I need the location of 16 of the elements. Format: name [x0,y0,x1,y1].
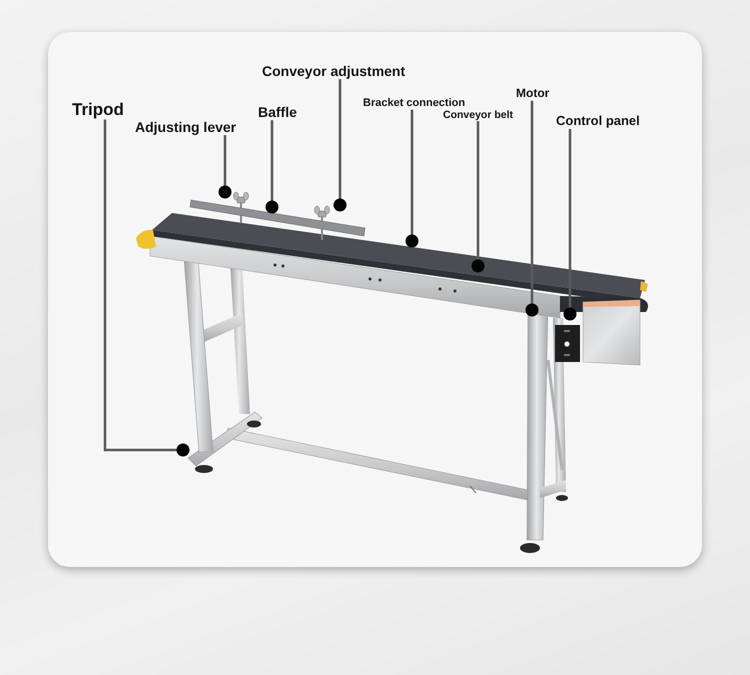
part-label: Tripod [72,100,124,120]
leader-line [104,120,190,456]
leader-line [472,121,484,272]
part-label: Adjusting lever [135,119,236,136]
leader-line [406,110,418,248]
leader-line [334,79,346,212]
leader-line [526,100,538,316]
part-label: Control panel [556,114,640,129]
part-label: Motor [516,87,550,101]
leader-line [564,128,576,320]
leader-line [266,120,278,214]
part-label: Baffle [258,104,297,120]
leader-line [218,135,232,198]
part-label: Bracket connection [363,97,466,110]
part-label: Conveyor adjustment [262,63,406,80]
part-label: Conveyor belt [443,109,514,122]
